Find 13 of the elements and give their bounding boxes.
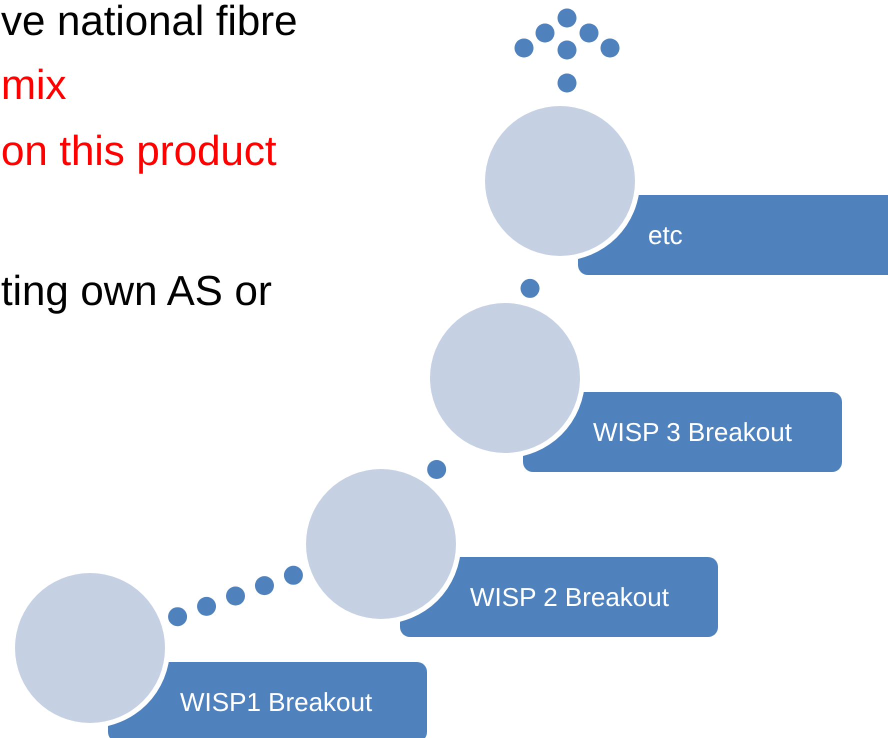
step-bar — [108, 662, 427, 738]
step-label: WISP 2 Breakout — [470, 582, 669, 612]
step-bar — [400, 557, 718, 637]
text-line: mix — [1, 64, 66, 106]
step-bar — [578, 195, 888, 275]
step-label: WISP 3 Breakout — [593, 416, 792, 448]
step-bar — [523, 392, 842, 472]
step-label: WISP1 Breakout — [180, 686, 372, 718]
text-line: ting own AS or — [1, 270, 272, 312]
step-label: etc — [648, 220, 683, 250]
text-line: on this product — [1, 130, 277, 172]
dotted-connector — [168, 566, 303, 626]
text-line: ve national fibre — [1, 0, 298, 42]
